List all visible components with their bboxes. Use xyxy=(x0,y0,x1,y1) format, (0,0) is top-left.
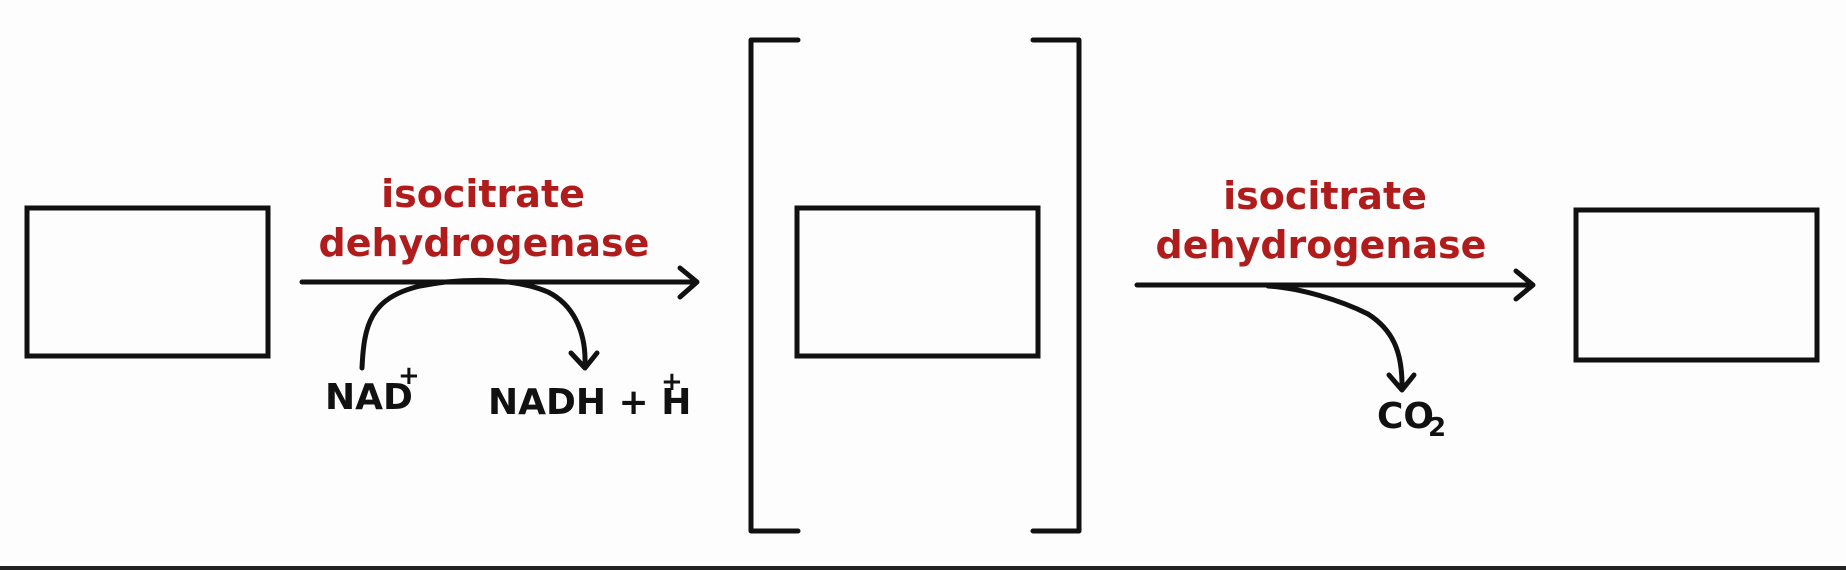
product-co2: CO xyxy=(1377,396,1434,437)
blank-box-substrate xyxy=(24,205,271,359)
product-nadh-h: NADH + H xyxy=(488,382,691,423)
decarboxylation-curved-arrow xyxy=(1265,283,1417,393)
right-bracket xyxy=(1030,37,1082,534)
reactant-nad-charge: + xyxy=(398,361,420,391)
product-co2-subscript: 2 xyxy=(1428,413,1446,443)
enzyme-label-step1-line1: isocitrate xyxy=(381,172,585,216)
enzyme-label-step2-line2: dehydrogenase xyxy=(1156,223,1487,267)
enzyme-label-step2-line1: isocitrate xyxy=(1223,174,1427,218)
product-nadh-h-charge: + xyxy=(661,367,683,397)
bottom-border xyxy=(0,566,1846,570)
left-bracket xyxy=(748,37,801,534)
reaction-arrow-step2 xyxy=(1134,268,1536,302)
blank-box-intermediate xyxy=(794,205,1041,359)
blank-box-product xyxy=(1573,207,1820,363)
cofactor-curved-arrow xyxy=(359,277,600,371)
reactant-nad: NAD xyxy=(325,377,413,418)
enzyme-label-step1-line2: dehydrogenase xyxy=(319,221,650,265)
